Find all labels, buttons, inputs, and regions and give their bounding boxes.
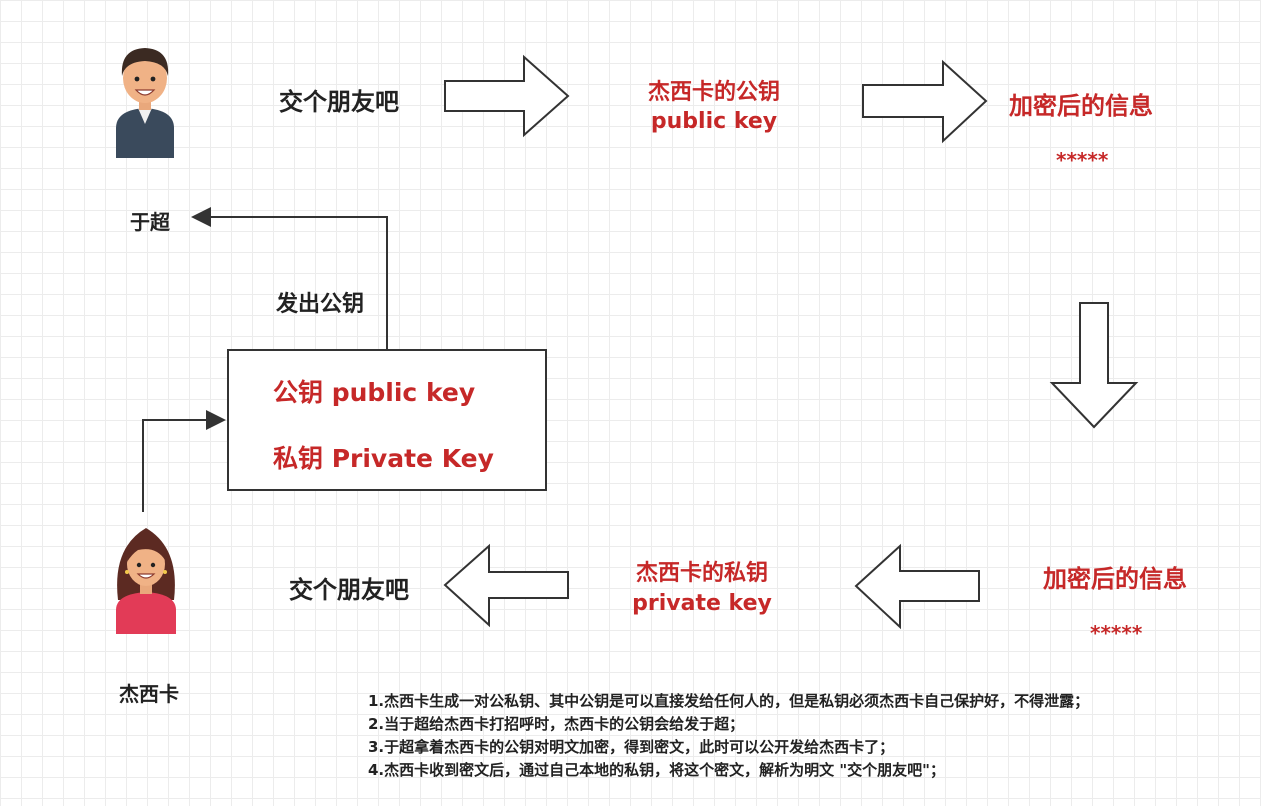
note-line-2: 2.当于超给杰西卡打招呼时，杰西卡的公钥会给发于超；	[368, 715, 745, 733]
bottom-encrypted-label: 加密后的信息	[1043, 565, 1187, 593]
receiver-avatar	[116, 528, 176, 634]
top-encrypted-value: *****	[1056, 148, 1109, 172]
top-public-key-line2: public key	[650, 109, 778, 134]
block-arrow-left-2	[443, 543, 569, 628]
top-encrypted-label: 加密后的信息	[1009, 92, 1153, 120]
block-arrow-right-2	[862, 59, 988, 144]
keybox-public-key: 公钥 public key	[273, 378, 476, 407]
explanation-notes: 1.杰西卡生成一对公私钥、其中公钥是可以直接发给任何人的，但是私钥必须杰西卡自己…	[368, 690, 1089, 782]
sender-name: 于超	[130, 210, 170, 234]
block-arrow-right-1	[444, 54, 570, 138]
bottom-private-key-line1: 杰西卡的私钥	[635, 561, 768, 586]
top-public-key-line1: 杰西卡的公钥	[647, 80, 780, 105]
bottom-plaintext: 交个朋友吧	[289, 576, 409, 604]
bottom-private-key-label: 杰西卡的私钥 private key	[612, 559, 792, 619]
note-line-1: 1.杰西卡生成一对公私钥、其中公钥是可以直接发给任何人的，但是私钥必须杰西卡自己…	[368, 692, 1090, 710]
connector-generate-keys	[142, 410, 226, 512]
sender-avatar	[116, 48, 174, 158]
bottom-private-key-line2: private key	[632, 591, 772, 616]
block-arrow-left-1	[854, 543, 980, 630]
top-public-key-label: 杰西卡的公钥 public key	[626, 78, 802, 136]
receiver-name: 杰西卡	[119, 682, 179, 706]
connector-send-public-key	[191, 207, 388, 349]
block-arrow-down	[1049, 302, 1139, 429]
note-line-4: 4.杰西卡收到密文后，通过自己本地的私钥，将这个密文，解析为明文 "交个朋友吧"…	[368, 761, 945, 779]
top-plaintext: 交个朋友吧	[279, 88, 399, 116]
note-line-3: 3.于超拿着杰西卡的公钥对明文加密，得到密文，此时可以公开发给杰西卡了；	[368, 738, 895, 756]
send-public-key-label: 发出公钥	[276, 292, 365, 317]
bottom-encrypted-value: *****	[1090, 621, 1143, 645]
key-pair-box: 公钥 public key 私钥 Private Key	[227, 349, 547, 491]
keybox-private-key: 私钥 Private Key	[273, 444, 494, 473]
